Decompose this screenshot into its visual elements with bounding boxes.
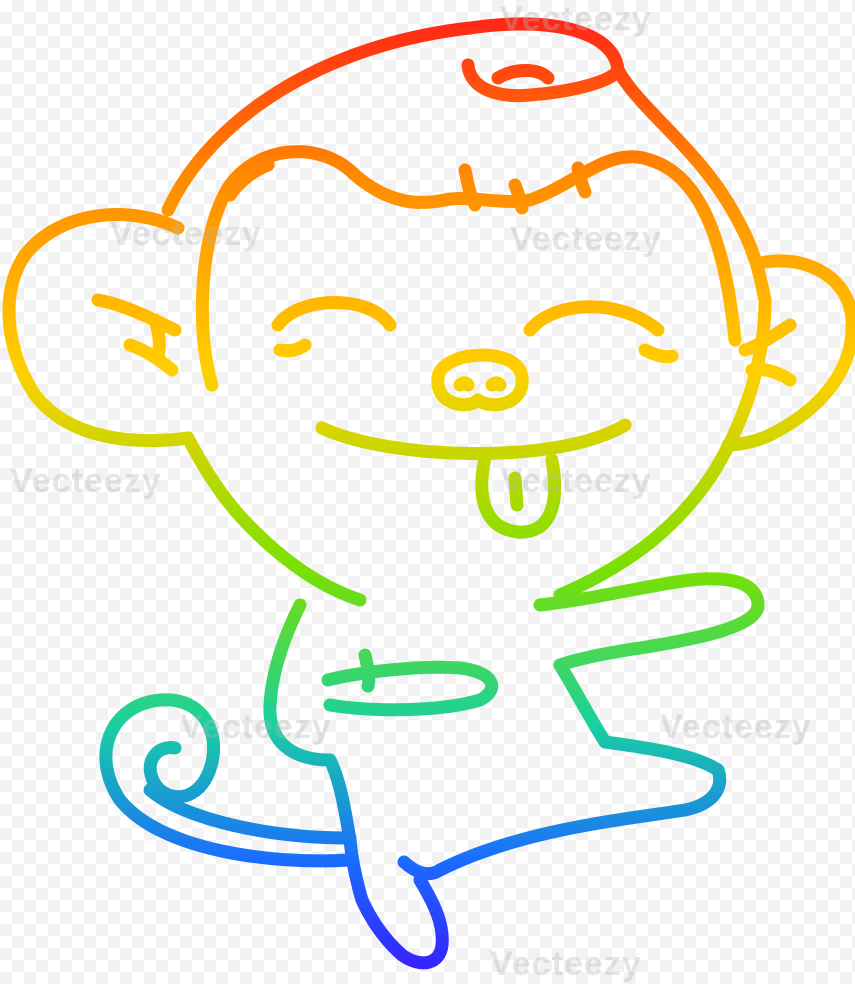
left-arm — [321, 660, 498, 717]
left-eye-lash — [273, 338, 312, 358]
standing-leg — [343, 833, 449, 970]
head-outline — [161, 17, 772, 602]
left-ear-detail — [91, 293, 182, 337]
right-eye — [523, 300, 665, 337]
right-ear — [721, 254, 855, 452]
right-arm — [533, 572, 765, 672]
foot-line — [397, 855, 447, 881]
nostril-right — [485, 376, 507, 392]
mouth — [315, 418, 632, 460]
tongue-line — [508, 471, 524, 512]
right-ear-detail-2 — [745, 363, 797, 387]
left-ear — [2, 208, 195, 448]
hair-strand-1 — [458, 163, 482, 212]
tail — [99, 693, 357, 868]
tail-inner — [143, 783, 357, 845]
hair-curl — [491, 64, 555, 85]
hair-tuft — [461, 58, 625, 103]
nose — [431, 348, 529, 412]
face-outline — [195, 145, 742, 392]
nostril-left — [453, 376, 475, 392]
left-ear-detail-2 — [123, 338, 179, 377]
brow-line — [223, 158, 275, 202]
tongue — [475, 451, 562, 539]
right-ear-detail — [738, 318, 797, 357]
left-ear-detail-3 — [148, 313, 166, 365]
right-eye-lash — [638, 343, 679, 364]
arm-thumb — [358, 648, 376, 693]
left-cheek-body — [181, 431, 367, 607]
hair-strand-3 — [571, 161, 592, 199]
torso-left — [263, 598, 357, 847]
left-eye — [271, 296, 397, 332]
hair-strand-2 — [508, 178, 529, 215]
back-leg — [433, 658, 727, 877]
